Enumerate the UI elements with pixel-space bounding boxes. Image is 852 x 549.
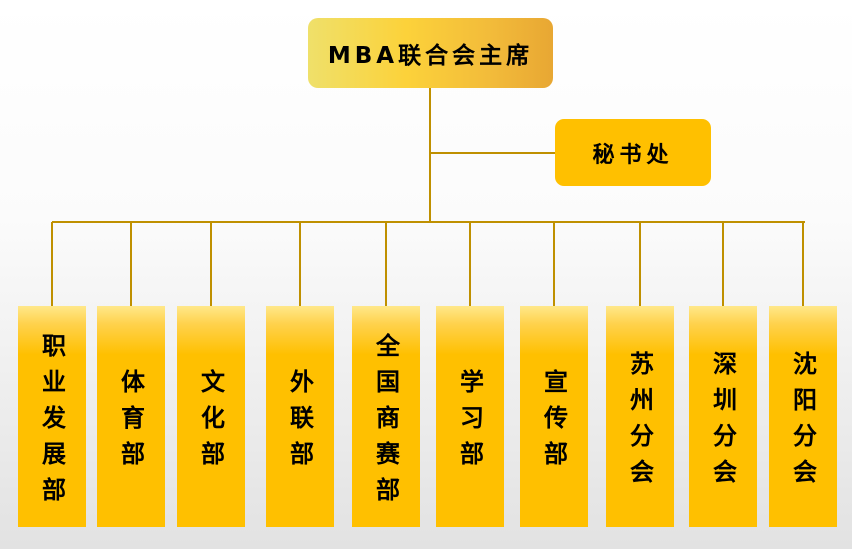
- department-label: 体育部: [116, 368, 145, 477]
- connector-stem: [802, 222, 804, 306]
- connector-stem: [722, 222, 724, 306]
- connector-stem: [299, 222, 301, 306]
- department-node: 学习部: [436, 306, 504, 527]
- department-label: 深圳分会: [708, 350, 737, 495]
- connector-trunk: [429, 88, 431, 223]
- department-node: 沈阳分会: [769, 306, 837, 527]
- department-node: 体育部: [97, 306, 165, 527]
- department-node: 苏州分会: [606, 306, 674, 527]
- department-label: 文化部: [196, 368, 225, 477]
- connector-stem: [51, 222, 53, 306]
- department-node: 深圳分会: [689, 306, 757, 527]
- connector-stem: [469, 222, 471, 306]
- department-node: 全国商赛部: [352, 306, 420, 527]
- connector-stem: [553, 222, 555, 306]
- department-label: 苏州分会: [625, 350, 654, 495]
- department-label: 全国商赛部: [371, 332, 400, 513]
- department-label: 沈阳分会: [788, 350, 817, 495]
- chief-node: MBA联合会主席: [308, 18, 553, 88]
- department-label: 宣传部: [539, 368, 568, 477]
- connector-secretariat: [430, 152, 555, 154]
- secretariat-node: 秘书处: [555, 119, 711, 186]
- department-label: 职业发展部: [37, 332, 66, 513]
- department-node: 宣传部: [520, 306, 588, 527]
- department-label: 外联部: [285, 368, 314, 477]
- connector-stem: [385, 222, 387, 306]
- connector-stem: [130, 222, 132, 306]
- department-node: 文化部: [177, 306, 245, 527]
- department-node: 外联部: [266, 306, 334, 527]
- connector-stem: [639, 222, 641, 306]
- department-node: 职业发展部: [18, 306, 86, 527]
- department-label: 学习部: [455, 368, 484, 477]
- connector-stem: [210, 222, 212, 306]
- connector-horizontal-bus: [52, 221, 805, 223]
